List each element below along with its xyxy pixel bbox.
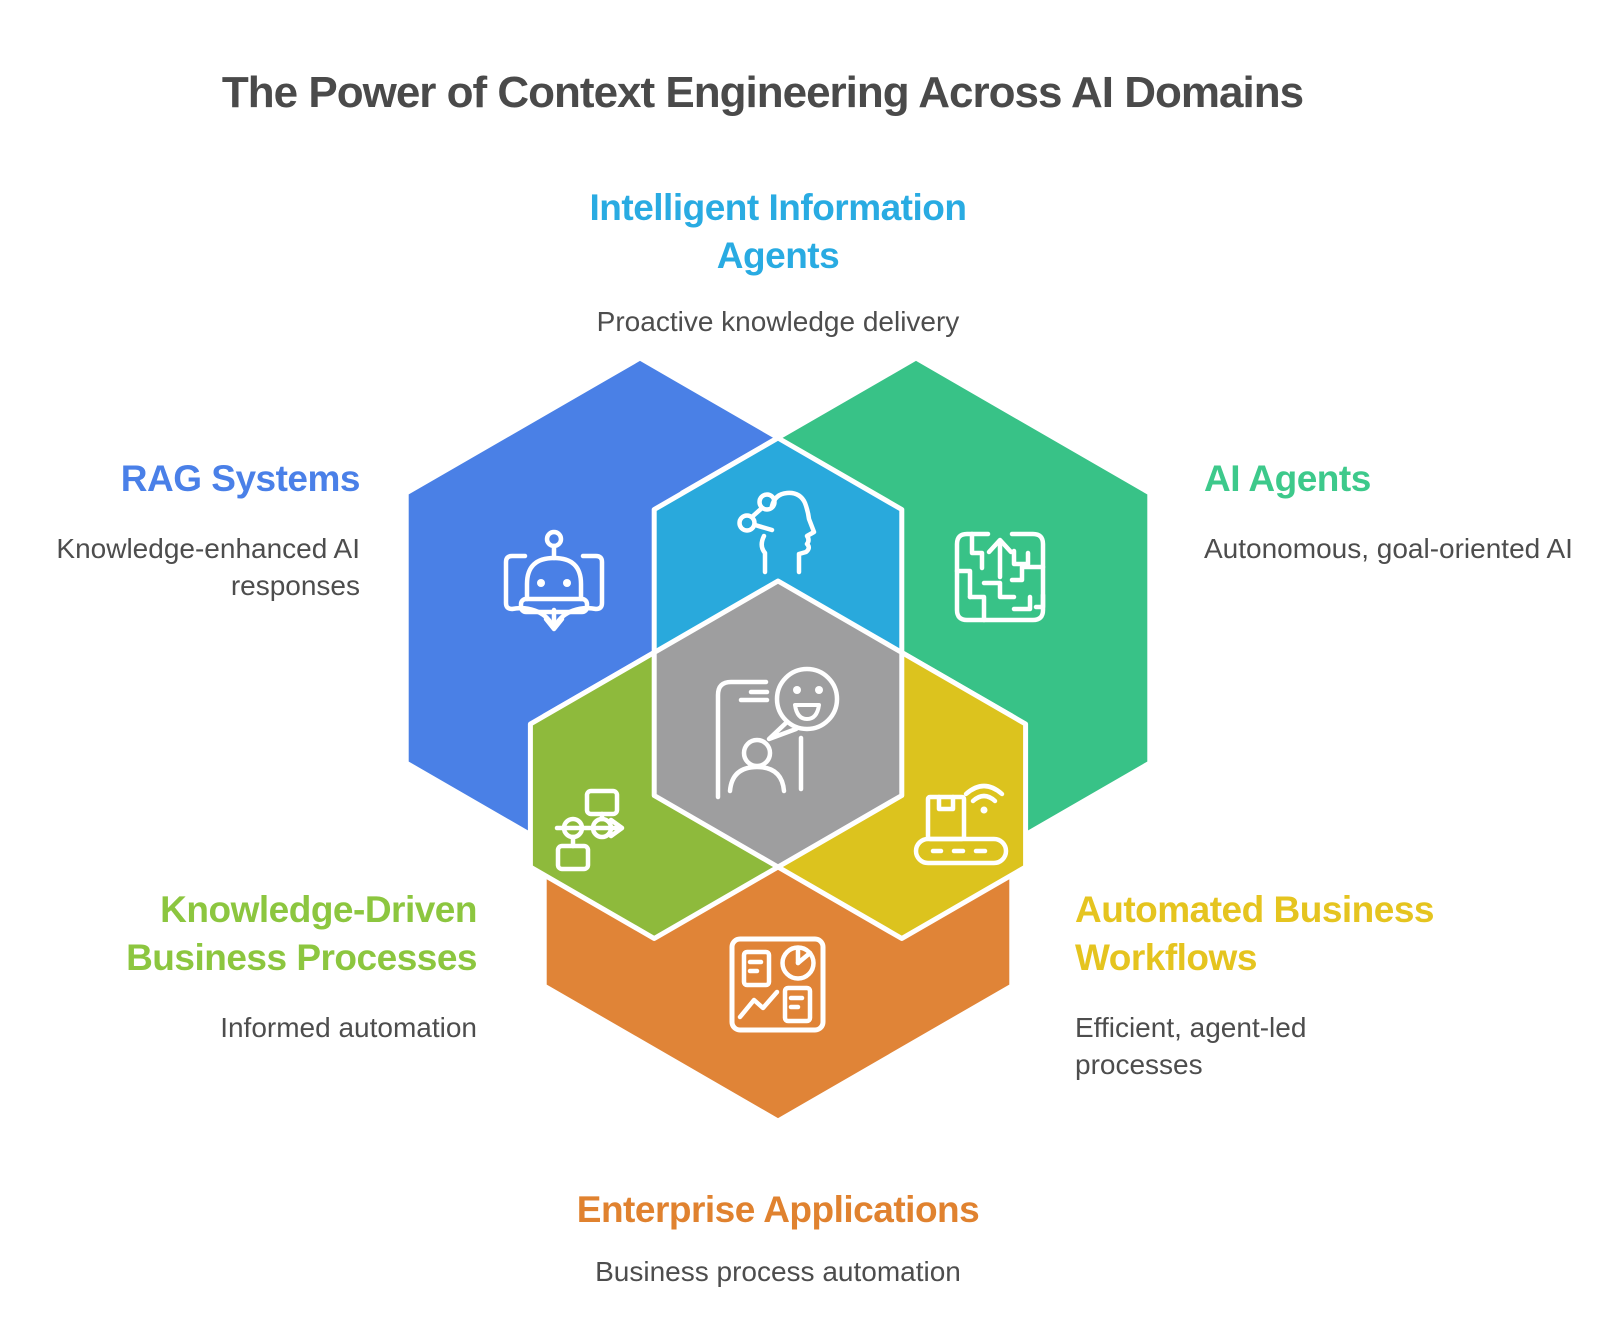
person-chat-icon: [715, 666, 840, 800]
dashboard-icon: [729, 936, 826, 1033]
section-automated-business-workflows: Automated Business Workflows Efficient, …: [1075, 886, 1495, 1084]
section-heading: Enterprise Applications: [576, 1189, 980, 1230]
section-heading: RAG Systems: [120, 458, 361, 499]
maze-icon: [954, 531, 1046, 623]
robot-book-icon: [503, 529, 605, 632]
head-circuit-icon: [737, 490, 817, 575]
section-heading: Knowledge-Driven Business Processes: [126, 889, 477, 979]
conveyor-wifi-icon: [913, 783, 1009, 866]
section-description: Efficient, agent-led processes: [1075, 1012, 1307, 1081]
section-intelligent-information-agents: Intelligent Information Agents Proactive…: [538, 184, 1018, 341]
section-rag-systems: RAG Systems Knowledge-enhanced AI respon…: [0, 455, 360, 605]
section-description: Autonomous, goal-oriented AI: [1204, 533, 1573, 565]
section-description: Proactive knowledge delivery: [596, 306, 960, 338]
section-knowledge-driven-business-processes: Knowledge-Driven Business Processes Info…: [17, 886, 477, 1047]
section-heading: Automated Business Workflows: [1075, 889, 1435, 979]
page-title: The Power of Context Engineering Across …: [221, 68, 1304, 117]
section-description: Knowledge-enhanced AI responses: [56, 533, 360, 602]
section-ai-agents: AI Agents Autonomous, goal-oriented AI: [1204, 455, 1594, 568]
section-description: Informed automation: [220, 1012, 477, 1044]
section-enterprise-applications: Enterprise Applications Business process…: [538, 1186, 1018, 1291]
section-heading: AI Agents: [1204, 458, 1371, 499]
section-description: Business process automation: [595, 1256, 961, 1288]
section-heading: Intelligent Information Agents: [589, 187, 967, 277]
flowchart-icon: [554, 788, 625, 872]
